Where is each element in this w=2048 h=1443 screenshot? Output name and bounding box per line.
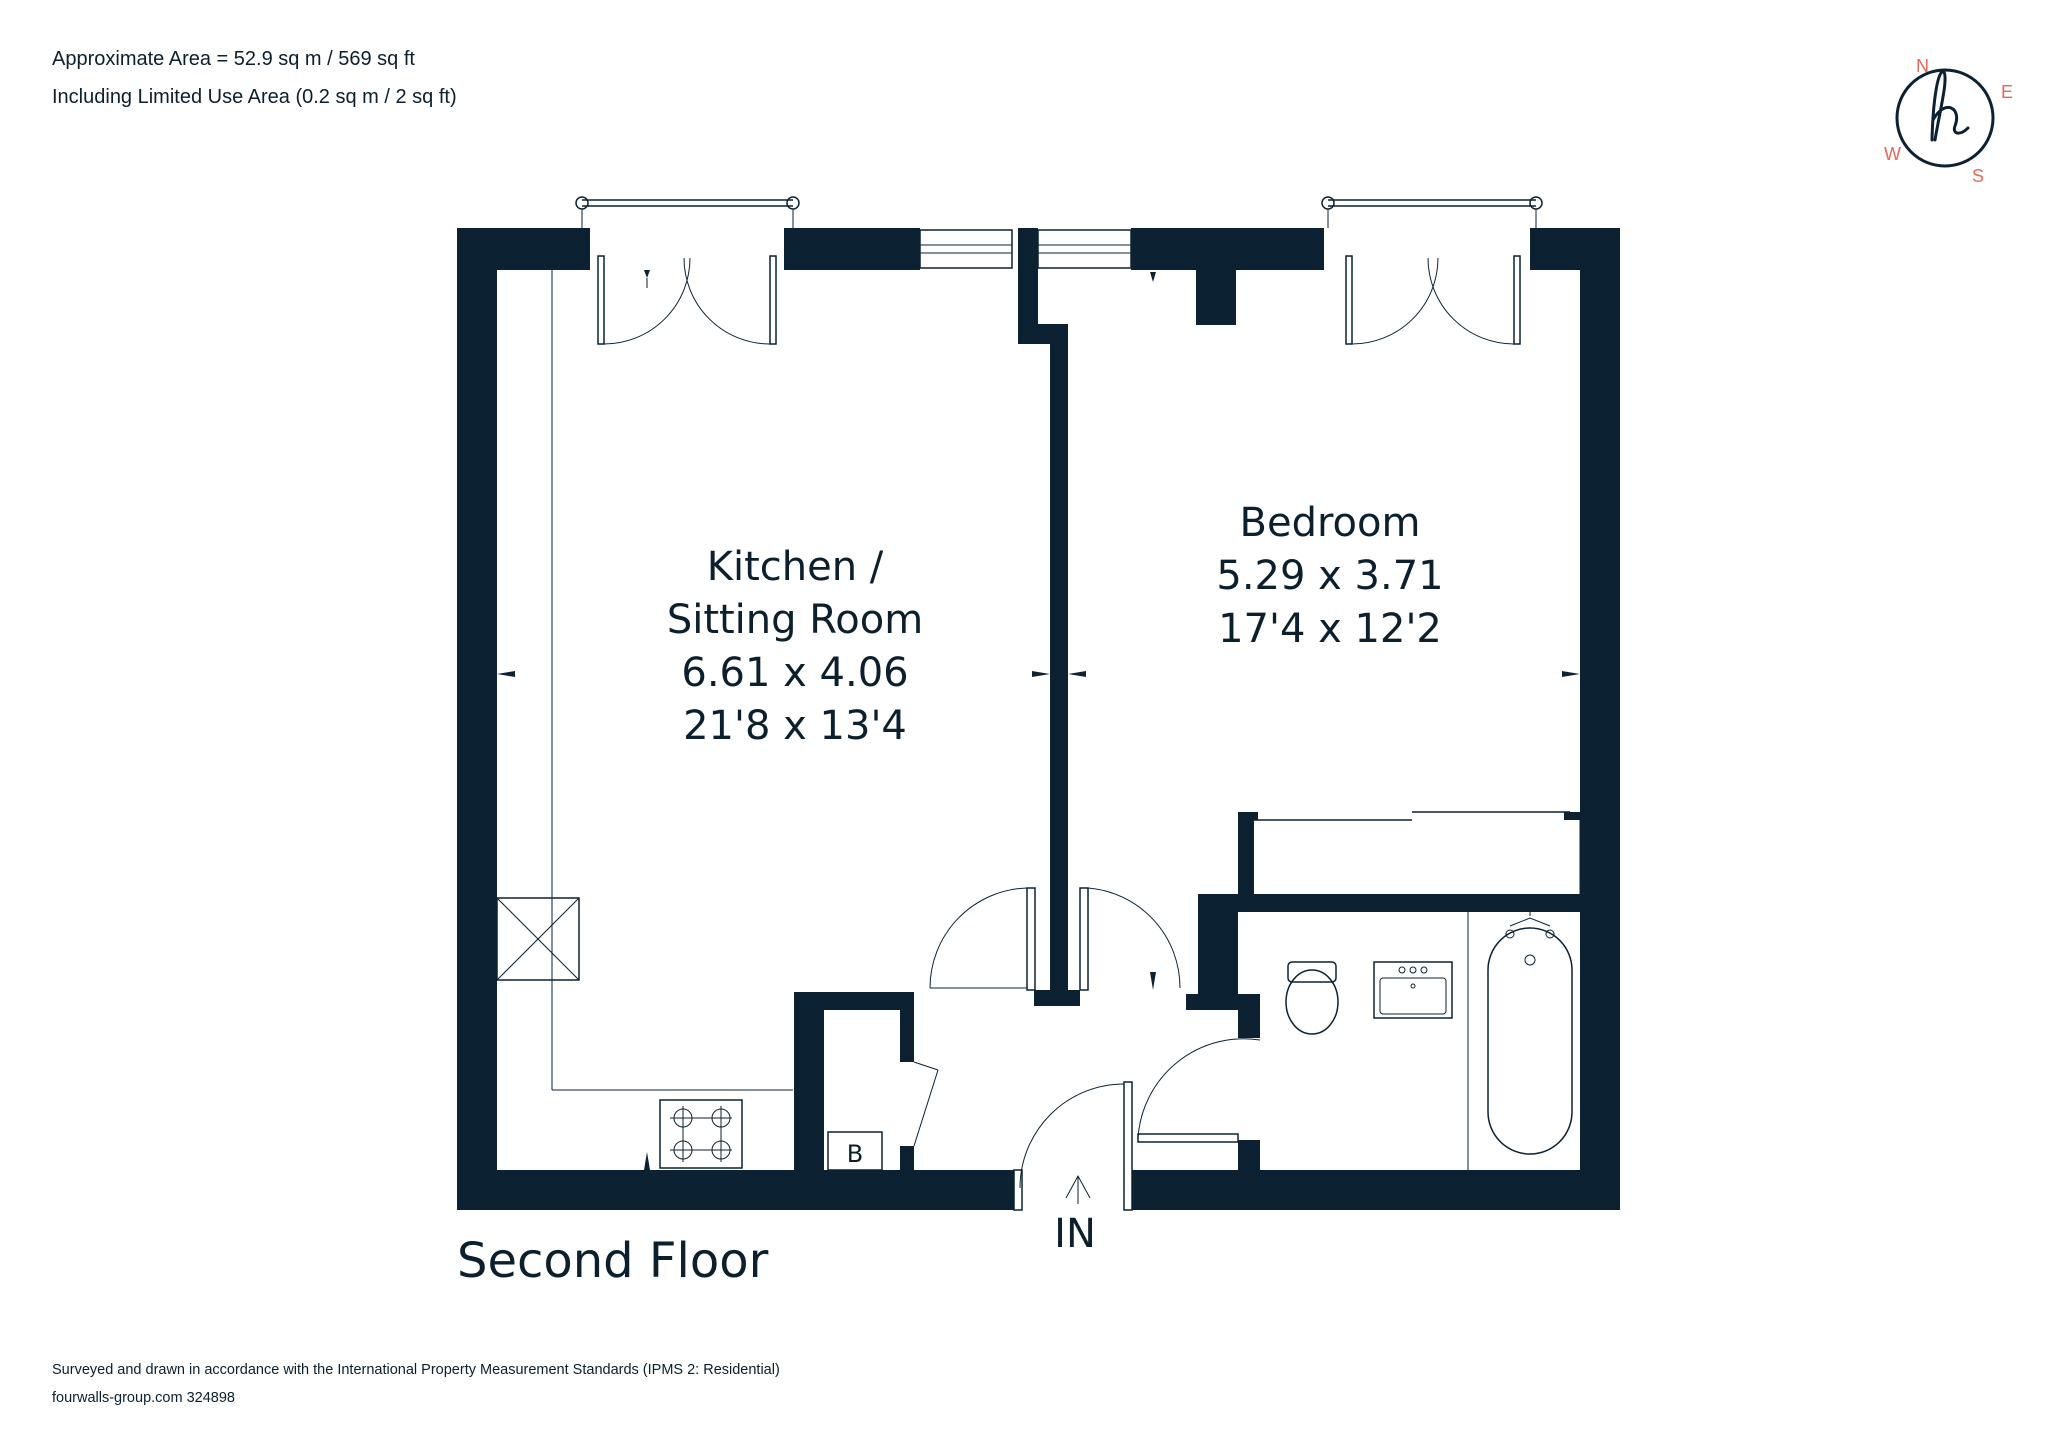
boiler-cupboard: [794, 992, 939, 1171]
toilet: [1285, 961, 1339, 1035]
partition-wall: [1018, 228, 1080, 1006]
reference-note: fourwalls-group.com 324898: [52, 1390, 235, 1406]
compass-south: S: [1972, 166, 1984, 186]
logo-h-glyph: [1930, 70, 1970, 142]
balcony-kitchen: [575, 196, 800, 228]
entrance-label: IN: [1054, 1211, 1096, 1257]
bedroom-imperial: 17'4 x 12'2: [1218, 606, 1442, 652]
french-doors-kitchen: [597, 255, 777, 345]
kitchen-metric: 6.61 x 4.06: [681, 650, 908, 696]
bathroom-walls: [1137, 894, 1620, 1170]
kitchen-worktop: [496, 270, 793, 1091]
pillar: [1196, 268, 1236, 325]
bedroom-name: Bedroom: [1240, 500, 1421, 546]
top-windows: [919, 229, 1132, 269]
limited-use-area: Including Limited Use Area (0.2 sq m / 2…: [52, 86, 457, 108]
floor-label: Second Floor: [457, 1233, 769, 1289]
compass-west: W: [1884, 144, 1901, 164]
hall-doors: [929, 887, 1181, 991]
wardrobe: [1238, 811, 1581, 894]
outer-walls: [457, 228, 1620, 1210]
kitchen-label: Kitchen / Sitting Room 6.61 x 4.06 21'8 …: [667, 544, 923, 749]
basin: [1373, 961, 1453, 1019]
kitchen-imperial: 21'8 x 13'4: [683, 703, 907, 749]
entrance-door: [1013, 1081, 1133, 1211]
dimension-markers: [497, 671, 1580, 1170]
compass-north: N: [1916, 56, 1929, 76]
bedroom-label: Bedroom 5.29 x 3.71 17'4 x 12'2: [1216, 500, 1443, 652]
cupboard-label: B: [847, 1140, 863, 1168]
balcony-bedroom: [1321, 196, 1543, 228]
french-doors-bedroom: [1345, 255, 1521, 345]
area-summary: Approximate Area = 52.9 sq m / 569 sq ft: [52, 48, 415, 70]
bedroom-metric: 5.29 x 3.71: [1216, 553, 1443, 599]
compass-ring: [1895, 68, 1995, 168]
standards-note: Surveyed and drawn in accordance with th…: [52, 1362, 780, 1378]
kitchen-name-line1: Kitchen /: [707, 544, 884, 590]
compass-east: E: [2001, 82, 2013, 102]
compass-logo: N E S W: [1884, 56, 2013, 186]
kitchen-name-line2: Sitting Room: [667, 597, 923, 643]
bath: [1467, 906, 1573, 1170]
hob: [659, 1099, 743, 1169]
